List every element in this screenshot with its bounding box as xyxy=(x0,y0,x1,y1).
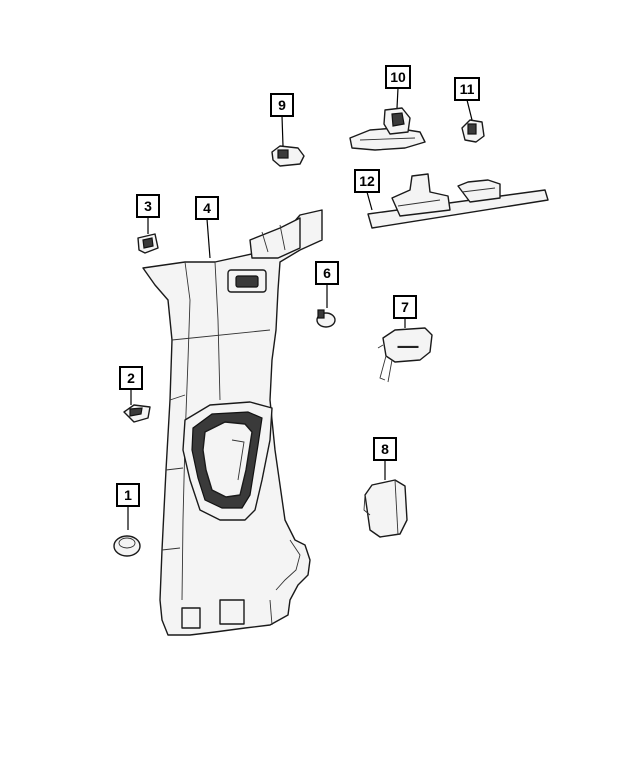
trim-strip xyxy=(367,173,549,229)
callout-2: 2 xyxy=(119,366,143,405)
screw-fastener xyxy=(316,309,336,328)
svg-text:11: 11 xyxy=(460,81,475,97)
bracket-9 xyxy=(271,145,305,167)
callout-6: 6 xyxy=(315,261,339,308)
svg-text:8: 8 xyxy=(381,441,389,457)
pillar-trim-panel xyxy=(142,209,323,636)
push-pin-fastener xyxy=(113,535,141,557)
svg-text:1: 1 xyxy=(124,487,132,503)
retainer-clip-11 xyxy=(461,119,485,143)
callout-10: 10 xyxy=(385,65,411,109)
callout-9: 9 xyxy=(270,93,294,147)
svg-text:2: 2 xyxy=(127,370,135,386)
svg-text:7: 7 xyxy=(401,299,409,315)
badge-emblem: ▬▬▬ xyxy=(377,327,433,383)
callout-12: 12 xyxy=(354,169,380,211)
callout-11: 11 xyxy=(454,77,480,121)
svg-text:6: 6 xyxy=(323,265,331,281)
cover-cap xyxy=(363,479,408,538)
svg-text:12: 12 xyxy=(359,173,375,189)
harness-clip xyxy=(349,107,426,151)
callout-8: 8 xyxy=(373,437,397,480)
retainer-clip-3 xyxy=(137,233,159,254)
svg-text:3: 3 xyxy=(144,198,152,214)
svg-text:9: 9 xyxy=(278,97,286,113)
callout-7: 7 xyxy=(393,295,417,328)
callout-4: 4 xyxy=(195,196,219,259)
retainer-clip-2 xyxy=(123,404,151,423)
callout-1: 1 xyxy=(116,483,140,530)
svg-text:10: 10 xyxy=(390,69,406,85)
callout-3: 3 xyxy=(136,194,160,234)
svg-text:4: 4 xyxy=(203,200,211,216)
svg-text:▬▬▬: ▬▬▬ xyxy=(398,343,419,350)
